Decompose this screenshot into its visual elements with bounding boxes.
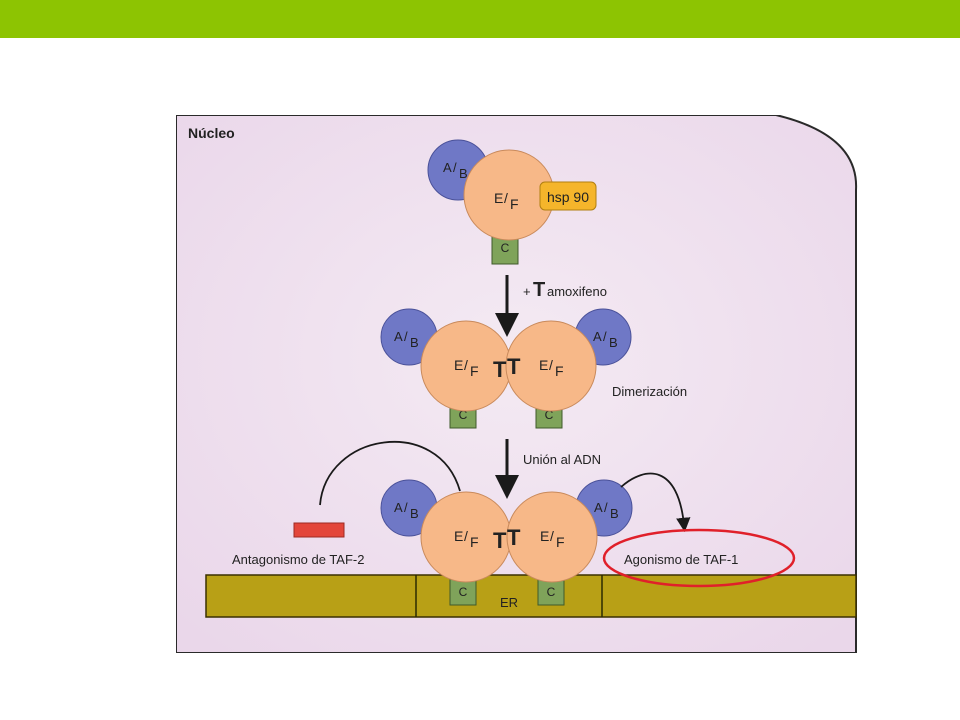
svg-text:amoxifeno: amoxifeno xyxy=(547,284,607,299)
agonism-label: Agonismo de TAF-1 xyxy=(624,552,738,567)
receptor-dimer: C C A / B A / B E / F E / F T T xyxy=(380,308,632,429)
domain-ef-slash: / xyxy=(504,190,508,206)
domain-ab-a: A xyxy=(394,329,403,344)
domain-ab-b: B xyxy=(609,335,618,350)
hsp90-label: hsp 90 xyxy=(547,189,589,205)
domain-ab-slash: / xyxy=(404,500,408,515)
domain-ab-b: B xyxy=(459,166,468,181)
domain-ef-e: E xyxy=(454,528,463,544)
domain-ab-slash: / xyxy=(453,160,457,175)
dna-binding-label: Unión al ADN xyxy=(523,452,601,467)
highlight-ellipse xyxy=(602,528,796,588)
domain-ef xyxy=(506,491,598,583)
estrogen-receptor-diagram: Núcleo C hsp 90 A / B E / F + T amoxifen… xyxy=(176,115,859,653)
domain-ab-a: A xyxy=(593,329,602,344)
domain-ab-a: A xyxy=(594,500,603,515)
agonism-pathway xyxy=(620,472,691,533)
ligand-tamoxifen: T xyxy=(493,528,507,553)
ligand-tamoxifen: T xyxy=(507,354,521,379)
domain-ef-e: E xyxy=(540,528,549,544)
dimerization-label: Dimerización xyxy=(612,384,687,399)
receptor-monomer-hsp90: C hsp 90 A / B E / F xyxy=(427,139,597,265)
svg-text:+: + xyxy=(523,284,531,299)
top-accent-bar xyxy=(0,0,960,38)
domain-ab-b: B xyxy=(410,335,419,350)
domain-ef-slash: / xyxy=(549,357,553,373)
domain-ef-e: E xyxy=(454,357,463,373)
domain-ab-a: A xyxy=(443,160,452,175)
antagonism-pathway xyxy=(293,441,461,538)
domain-ef-f: F xyxy=(556,534,565,550)
domain-c-label: C xyxy=(459,585,468,599)
dna-membrane: ER xyxy=(205,574,857,618)
domain-ef-slash: / xyxy=(464,357,468,373)
nucleus-label: Núcleo xyxy=(188,125,235,141)
domain-ab-b: B xyxy=(610,506,619,521)
domain-ef-f: F xyxy=(510,196,519,212)
domain-c-label: C xyxy=(501,241,510,255)
domain-c-label: C xyxy=(545,408,554,422)
er-label: ER xyxy=(500,595,518,610)
domain-ab-slash: / xyxy=(604,500,608,515)
domain-c xyxy=(537,578,565,606)
domain-ab-a: A xyxy=(394,500,403,515)
ligand-tamoxifen: T xyxy=(507,525,521,550)
antagonism-label: Antagonismo de TAF-2 xyxy=(232,552,364,567)
domain-ab-slash: / xyxy=(404,329,408,344)
domain-ef-f: F xyxy=(555,363,564,379)
ligand-tamoxifen: T xyxy=(493,357,507,382)
domain-c-label: C xyxy=(547,585,556,599)
domain-ef-f: F xyxy=(470,534,479,550)
domain-ef-slash: / xyxy=(464,528,468,544)
domain-ef-e: E xyxy=(539,357,548,373)
domain-ef-f: F xyxy=(470,363,479,379)
domain-ef xyxy=(505,320,597,412)
dna-bound-dimer: C C A / B A / B E / F E / F T T xyxy=(380,479,633,606)
antagonism-bar xyxy=(293,522,345,538)
domain-ef-e: E xyxy=(494,190,503,206)
step-tamoxifen-label: + T amoxifeno xyxy=(523,279,607,301)
svg-text:T: T xyxy=(533,279,545,301)
domain-ab-slash: / xyxy=(603,329,607,344)
domain-ef-slash: / xyxy=(550,528,554,544)
hsp90-box xyxy=(539,181,597,211)
domain-c-label: C xyxy=(459,408,468,422)
domain-ab-b: B xyxy=(410,506,419,521)
